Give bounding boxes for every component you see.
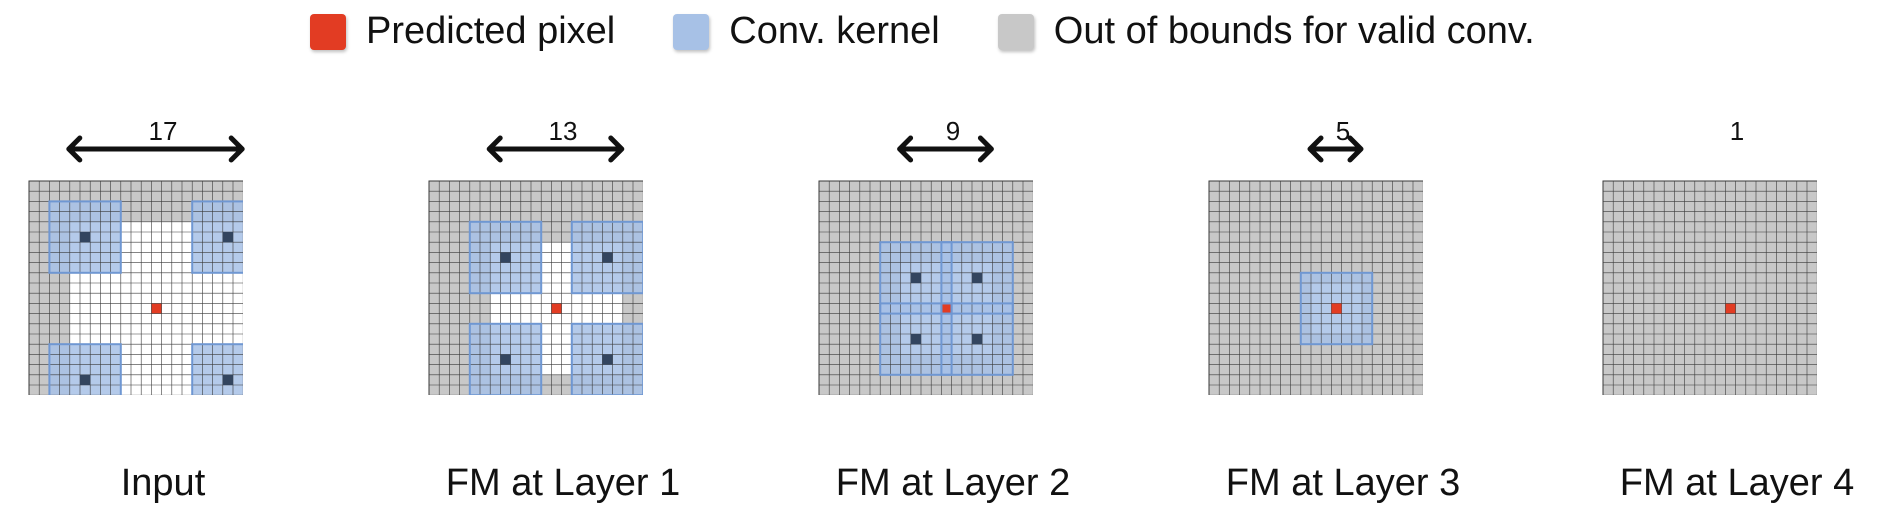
panel-input: 17 Input: [28, 110, 298, 520]
panel-caption: FM at Layer 2: [835, 462, 1071, 504]
conv-kernel-border: [1299, 271, 1374, 346]
predicted-pixel: [941, 303, 952, 314]
legend-item-predicted-pixel: Predicted pixel: [310, 10, 615, 53]
dimension-arrow: [486, 135, 625, 163]
predicted-pixel: [1331, 303, 1342, 314]
conv-kernel-border: [940, 302, 1014, 376]
grid-border: [1602, 180, 1817, 395]
dimension-label: 9: [945, 116, 961, 146]
grid-border: [1208, 180, 1423, 395]
kernel-center: [602, 354, 613, 365]
conv-kernel-border: [468, 220, 543, 295]
out-of-bounds-region: [1603, 181, 1817, 395]
out-of-bounds-swatch: [997, 13, 1034, 50]
kernel-center: [972, 334, 983, 345]
conv-kernel-border: [191, 343, 243, 395]
panel-layer-3: 5 FM at Layer 3: [1208, 110, 1478, 520]
predicted-pixel: [1725, 303, 1736, 314]
panel-caption: FM at Layer 1: [445, 462, 681, 504]
dimension-arrow: [66, 135, 245, 163]
arrow-head-left: [897, 135, 914, 163]
panel-caption: FM at Layer 4: [1619, 462, 1855, 504]
conv-kernel-border: [48, 200, 122, 274]
predicted-pixel: [151, 303, 162, 314]
legend-item-conv-kernel: Conv. kernel: [673, 10, 940, 53]
dimension-label: 13: [548, 116, 578, 146]
conv-kernel-border: [191, 200, 243, 274]
dimension-arrow: [1602, 110, 1872, 170]
feature-grid: [428, 180, 643, 395]
kernel-center: [80, 232, 91, 243]
grid-lines: [1208, 180, 1423, 395]
conv-kernel: [192, 344, 243, 395]
conv-kernel-border: [570, 322, 643, 395]
kernel-center: [602, 252, 613, 263]
kernel-center: [222, 232, 233, 243]
feature-grid: [1602, 180, 1817, 395]
grid-lines: [1602, 180, 1817, 395]
conv-kernel: [49, 344, 121, 395]
kernel-center: [500, 354, 511, 365]
arrow-head-right: [1347, 135, 1364, 163]
kernel-center: [222, 374, 233, 385]
kernel-center: [500, 252, 511, 263]
conv-kernel: [192, 201, 243, 273]
conv-kernel-border: [48, 343, 122, 395]
arrow-head-right: [977, 135, 994, 163]
legend-label: Predicted pixel: [366, 10, 616, 52]
kernel-center: [910, 334, 921, 345]
kernel-center: [910, 272, 921, 283]
conv-kernel-border: [940, 241, 1014, 315]
conv-kernel-border: [570, 220, 643, 295]
legend-label: Out of bounds for valid conv.: [1053, 10, 1535, 52]
grid-border: [818, 180, 1033, 395]
panel-caption: FM at Layer 3: [1225, 462, 1461, 504]
grid-border: [428, 180, 643, 395]
arrow-head-left: [1307, 135, 1324, 163]
predicted-pixel-swatch: [310, 13, 346, 50]
legend-label: Conv. kernel: [729, 10, 940, 52]
conv-kernel-border: [879, 302, 953, 376]
predicted-pixel: [551, 303, 562, 314]
conv-kernel-border: [468, 322, 543, 395]
dimension-arrow: [897, 135, 994, 163]
panel-caption: Input: [120, 462, 206, 504]
arrow-head-right: [608, 135, 625, 163]
grid-lines: [818, 180, 1033, 395]
arrow-head-left: [486, 135, 503, 163]
arrow-head-right: [228, 135, 245, 163]
legend-item-out-of-bounds: Out of bounds for valid conv.: [997, 10, 1535, 53]
conv-kernel-border: [879, 241, 953, 315]
dimension-label: 5: [1335, 116, 1351, 146]
panel-layer-2: 9 FM at Layer 2: [818, 110, 1088, 520]
kernel-center: [972, 272, 983, 283]
dimension-label: 1: [1729, 116, 1745, 146]
kernel-center: [80, 374, 91, 385]
dimension-arrow: [1307, 135, 1364, 163]
conv-kernel-swatch: [673, 13, 710, 50]
legend: Predicted pixel Conv. kernel Out of boun…: [310, 10, 1593, 53]
feature-grid: [1208, 180, 1423, 395]
feature-grid: [818, 180, 1033, 395]
panel-layer-1: 13 FM at Layer 1: [428, 110, 698, 520]
panel-layer-4: 1 FM at Layer 4: [1602, 110, 1872, 520]
arrow-head-left: [66, 135, 83, 163]
feature-grid: [28, 180, 243, 395]
grid-border: [28, 180, 243, 395]
grid-lines: [28, 180, 243, 395]
dimension-label: 17: [148, 116, 178, 146]
